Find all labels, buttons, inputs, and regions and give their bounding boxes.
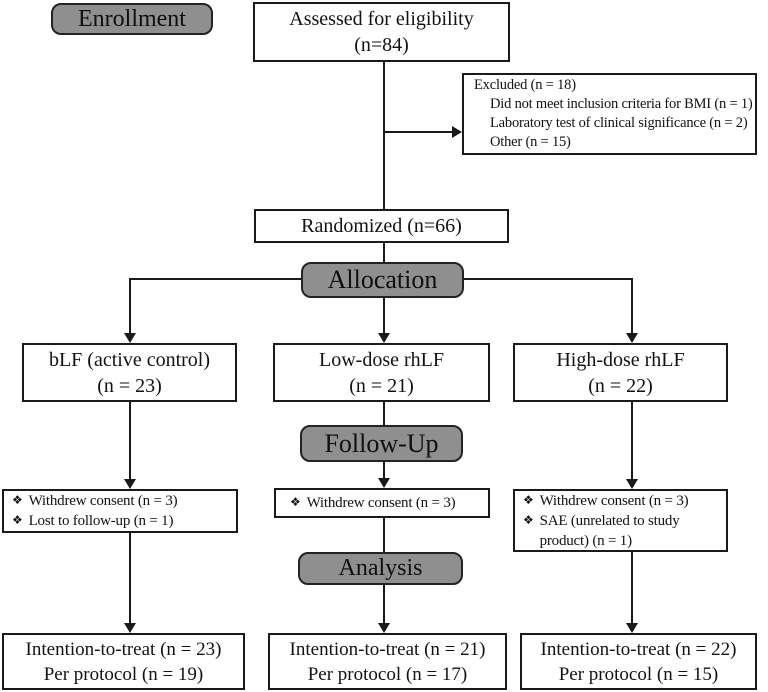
randomized-text: Randomized (n=66)	[301, 215, 462, 237]
withdrawal-item: ❖ Lost to follow-up (n = 1)	[12, 511, 173, 531]
connector-analysislabel-bottom-mid	[383, 585, 385, 624]
withdrawal-item: ❖ Withdrew consent (n = 3)	[523, 491, 689, 511]
arm-blf-name: bLF (active control)	[48, 348, 211, 371]
connector-withdrawal-analysis-left	[129, 533, 131, 624]
connector-branch-arm-right	[631, 278, 633, 334]
arm-high-n: (n = 22)	[588, 374, 653, 397]
stage-label-allocation: Allocation	[301, 262, 464, 298]
excluded-item: Other (n = 15)	[490, 134, 571, 150]
analysis-itt: Intention-to-treat (n = 23)	[25, 638, 222, 660]
analysis-pp: Per protocol (n = 15)	[558, 663, 719, 685]
arm-box-low-dose: Low-dose rhLF (n = 21)	[273, 343, 490, 402]
arrowhead-arm-right	[626, 333, 638, 343]
excluded-item: Did not meet inclusion criteria for BMI …	[490, 96, 753, 112]
withdrawal-item: ❖ Withdrew consent (n = 3)	[290, 493, 456, 513]
diamond-bullet-icon: ❖	[290, 495, 301, 509]
stage-label-enrollment-text: Enrollment	[78, 5, 186, 32]
withdrawal-item-text: SAE (unrelated to study product) (n = 1)	[539, 512, 680, 549]
connector-followup-withdrawal-mid	[383, 462, 385, 479]
arrowhead-withdrawal-left	[124, 479, 136, 489]
withdrawal-box-high-dose: ❖ Withdrew consent (n = 3) ❖ SAE (unrela…	[513, 489, 728, 552]
arrowhead-analysis-left	[124, 623, 136, 633]
arrowhead-excluded	[452, 126, 462, 138]
analysis-pp: Per protocol (n = 17)	[307, 663, 468, 685]
diamond-bullet-icon: ❖	[12, 493, 23, 507]
connector-assessed-randomized	[383, 62, 385, 209]
connector-arm-followup-mid	[383, 402, 385, 425]
analysis-itt: Intention-to-treat (n = 21)	[289, 638, 486, 660]
connector-branch-arm-left	[129, 278, 131, 334]
withdrawal-item: ❖ Withdrew consent (n = 3)	[12, 491, 178, 511]
stage-label-followup-text: Follow-Up	[324, 428, 439, 458]
arm-box-blf: bLF (active control) (n = 23)	[22, 343, 237, 402]
arm-blf-n: (n = 23)	[97, 374, 162, 397]
arrowhead-withdrawal-right	[626, 479, 638, 489]
analysis-box-blf: Intention-to-treat (n = 23) Per protocol…	[2, 633, 245, 690]
assessed-box: Assessed for eligibility (n=84)	[253, 2, 510, 62]
arrowhead-analysis-right	[626, 623, 638, 633]
stage-label-analysis-text: Analysis	[338, 555, 423, 581]
stage-label-followup: Follow-Up	[300, 425, 463, 462]
connector-arm-withdrawal-left	[129, 402, 131, 480]
withdrawal-item: ❖ SAE (unrelated to study product) (n = …	[523, 511, 720, 551]
randomized-box: Randomized (n=66)	[254, 209, 509, 243]
connector-branch-arm-mid	[383, 298, 385, 334]
arm-box-high-dose: High-dose rhLF (n = 22)	[513, 343, 728, 402]
withdrawal-item-text: Lost to follow-up (n = 1)	[28, 513, 174, 529]
withdrawal-item-text: Withdrew consent (n = 3)	[28, 493, 178, 509]
diamond-bullet-icon: ❖	[523, 492, 534, 507]
analysis-box-high-dose: Intention-to-treat (n = 22) Per protocol…	[520, 633, 757, 690]
assessed-line1: Assessed for eligibility	[289, 8, 474, 30]
stage-label-enrollment: Enrollment	[51, 3, 213, 35]
connector-withdrawal-analysis-right	[631, 551, 633, 624]
connector-to-excluded	[384, 131, 453, 133]
analysis-box-low-dose: Intention-to-treat (n = 21) Per protocol…	[268, 633, 507, 690]
diamond-bullet-icon: ❖	[12, 513, 23, 527]
withdrawal-box-low-dose: ❖ Withdrew consent (n = 3)	[274, 488, 490, 518]
stage-label-allocation-text: Allocation	[327, 265, 438, 294]
excluded-box: Excluded (n = 18) Did not meet inclusion…	[462, 73, 757, 155]
arrowhead-withdrawal-mid	[378, 478, 390, 488]
arrowhead-analysis-mid	[378, 623, 390, 633]
arm-low-n: (n = 21)	[349, 374, 414, 397]
connector-withdrawal-analysislabel-mid	[383, 518, 385, 552]
withdrawal-item-text: Withdrew consent (n = 3)	[539, 492, 689, 509]
arrowhead-arm-left	[124, 333, 136, 343]
analysis-itt: Intention-to-treat (n = 22)	[540, 638, 737, 660]
withdrawal-box-blf: ❖ Withdrew consent (n = 3) ❖ Lost to fol…	[2, 489, 238, 533]
excluded-item: Laboratory test of clinical significance…	[490, 115, 748, 131]
connector-randomized-allocation	[383, 243, 385, 262]
stage-label-analysis: Analysis	[298, 552, 463, 585]
excluded-title: Excluded (n = 18)	[474, 77, 576, 93]
connector-arm-withdrawal-right	[631, 402, 633, 480]
withdrawal-item-text: Withdrew consent (n = 3)	[306, 495, 456, 511]
arm-high-name: High-dose rhLF	[556, 348, 685, 371]
arrowhead-arm-mid	[378, 333, 390, 343]
arm-low-name: Low-dose rhLF	[319, 348, 444, 371]
assessed-line2: (n=84)	[354, 34, 409, 56]
analysis-pp: Per protocol (n = 19)	[43, 663, 204, 685]
diamond-bullet-icon: ❖	[523, 512, 534, 527]
